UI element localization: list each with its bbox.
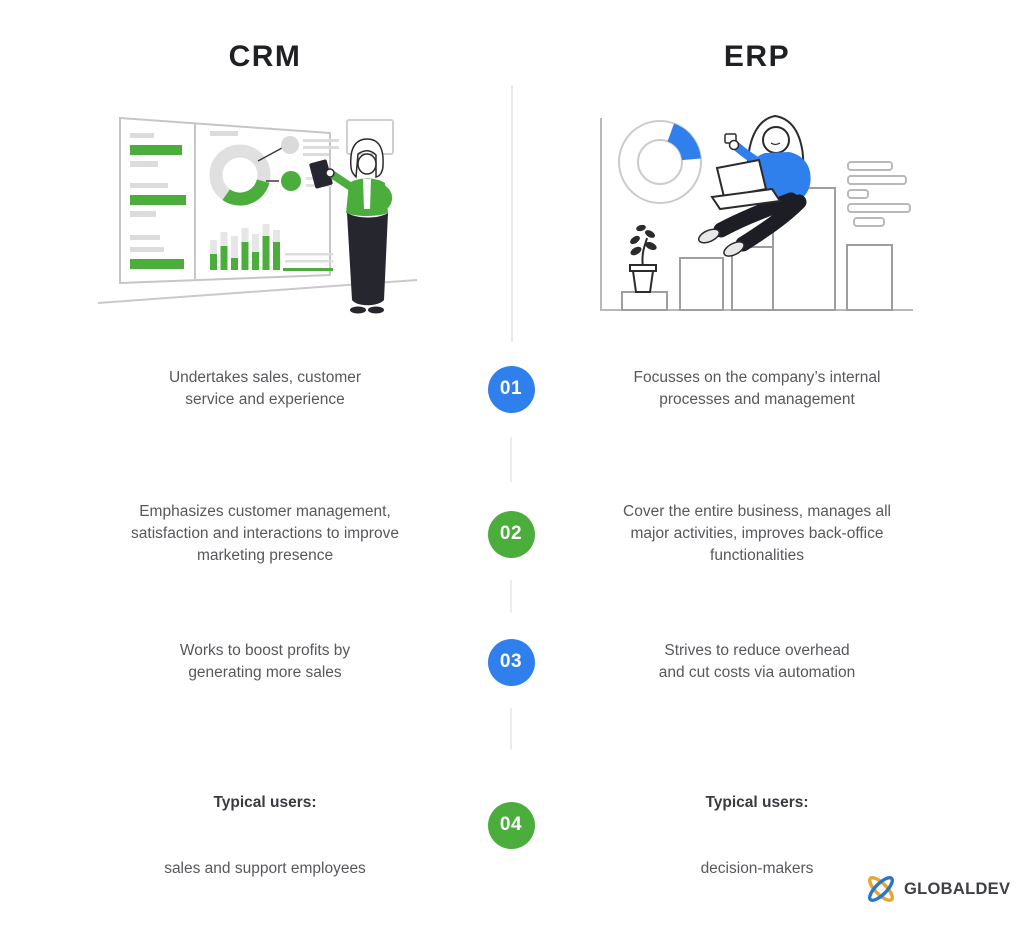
tablet-icon [309, 159, 333, 189]
step-badge-04: 04 [487, 801, 535, 849]
step-badge-01: 01 [487, 365, 535, 413]
globaldev-icon [868, 876, 894, 902]
erp-illustration [600, 114, 913, 311]
bar-chart-icon [210, 224, 280, 270]
step-connector-line [510, 580, 512, 613]
crm-point-1: Undertakes sales, customer service and e… [168, 369, 362, 408]
step-number: 03 [499, 651, 523, 672]
step-number: 04 [499, 814, 523, 835]
erp-title: ERP [723, 40, 791, 73]
crm-users-value: sales and support employees [164, 860, 366, 877]
crm-point-4: Typical users: sales and support employe… [65, 770, 465, 880]
crm-point-3: Works to boost profits by generating mor… [179, 642, 351, 681]
laptop-icon [710, 158, 782, 211]
comparison-row-3: Works to boost profits by generating mor… [0, 633, 1024, 691]
donut-chart-icon [209, 144, 271, 206]
dashboard-board [119, 116, 340, 285]
step-connector-line [510, 437, 512, 482]
erp-point-3: Strives to reduce overhead and cut costs… [658, 642, 856, 681]
brand-logo: GLOBALDEV [864, 873, 1010, 905]
comparison-row-2: Emphasizes customer management, satisfac… [0, 501, 1024, 567]
column-divider-line [511, 86, 513, 342]
comparison-row-1: Undertakes sales, customer service and e… [0, 360, 1024, 418]
presenter-person [309, 138, 392, 314]
crm-illustration [97, 116, 418, 314]
erp-point-2: Cover the entire business, manages all m… [623, 503, 891, 564]
crm-users-label: Typical users: [213, 794, 317, 811]
donut-chart-icon [618, 120, 702, 204]
crm-point-2: Emphasizes customer management, satisfac… [131, 503, 399, 564]
erp-point-4: Typical users: decision-makers [557, 770, 957, 880]
list-bars-icon [847, 161, 911, 227]
comparison-row-4: Typical users: sales and support employe… [0, 770, 1024, 880]
step-number: 02 [499, 523, 523, 544]
erp-users-value: decision-makers [700, 860, 814, 877]
woman-with-laptop [697, 114, 811, 257]
plant-icon [629, 224, 657, 293]
step-number: 01 [499, 378, 523, 399]
crm-title: CRM [228, 40, 302, 73]
step-connector-line [510, 708, 512, 750]
brand-name: GLOBALDEV [904, 879, 1011, 898]
erp-point-1: Focusses on the company’s internal proce… [633, 369, 881, 408]
step-badge-03: 03 [487, 638, 535, 686]
step-badge-02: 02 [487, 510, 535, 558]
bar-chart-icon [621, 187, 893, 311]
erp-users-label: Typical users: [705, 794, 809, 811]
